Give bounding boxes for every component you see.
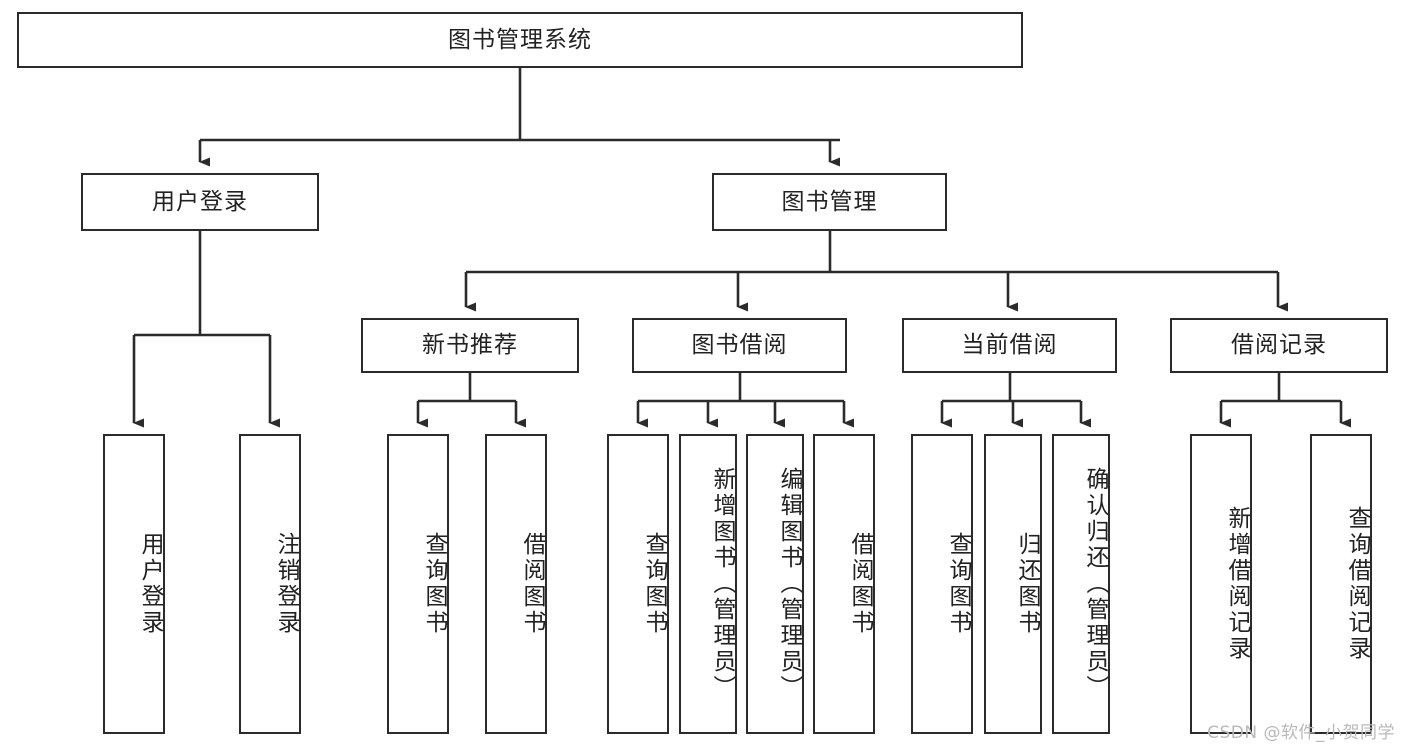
node-book-management[interactable]: 图书管理 — [712, 173, 947, 231]
leaf-confirm-return-admin[interactable]: 确认归还（管理员） — [1052, 434, 1110, 734]
leaf-confirm-return-admin-label: 确认归还（管理员） — [1082, 467, 1108, 701]
leaf-borrow-book-1-label: 借阅图书 — [519, 532, 545, 636]
leaf-add-book-admin[interactable]: 新增图书（管理员） — [679, 434, 737, 734]
node-root[interactable]: 图书管理系统 — [17, 12, 1023, 68]
leaf-edit-book-admin[interactable]: 编辑图书（管理员） — [746, 434, 804, 734]
node-new-book-recommend[interactable]: 新书推荐 — [361, 318, 579, 373]
node-current-borrow-label: 当前借阅 — [961, 332, 1058, 359]
leaf-borrow-book-2-label: 借阅图书 — [847, 532, 873, 636]
leaf-add-borrow-record[interactable]: 新增借阅记录 — [1190, 434, 1252, 734]
node-borrow-record-label: 借阅记录 — [1231, 332, 1327, 359]
watermark-text: CSDN @软件_小贺同学 — [1207, 723, 1395, 743]
node-user-login[interactable]: 用户登录 — [81, 173, 319, 231]
node-user-login-label: 用户登录 — [152, 188, 248, 215]
leaf-borrow-book-2[interactable]: 借阅图书 — [813, 434, 875, 734]
leaf-return-book[interactable]: 归还图书 — [984, 434, 1042, 734]
leaf-user-login[interactable]: 用户登录 — [103, 434, 165, 734]
leaf-query-book-2-label: 查询图书 — [641, 532, 667, 636]
leaf-query-book-3[interactable]: 查询图书 — [911, 434, 973, 734]
leaf-query-borrow-record-label: 查询借阅记录 — [1344, 506, 1370, 662]
leaf-query-borrow-record[interactable]: 查询借阅记录 — [1310, 434, 1372, 734]
leaf-user-login-label: 用户登录 — [137, 532, 163, 636]
leaf-add-book-admin-label: 新增图书（管理员） — [709, 467, 735, 701]
node-book-borrow[interactable]: 图书借阅 — [632, 318, 847, 373]
leaf-logout[interactable]: 注销登录 — [239, 434, 301, 734]
leaf-logout-label: 注销登录 — [273, 532, 299, 636]
leaf-return-book-label: 归还图书 — [1014, 532, 1040, 636]
leaf-query-book-2[interactable]: 查询图书 — [607, 434, 669, 734]
leaf-add-borrow-record-label: 新增借阅记录 — [1224, 506, 1250, 662]
node-root-label: 图书管理系统 — [448, 26, 592, 53]
leaf-query-book-3-label: 查询图书 — [945, 532, 971, 636]
node-borrow-record[interactable]: 借阅记录 — [1170, 318, 1388, 373]
leaf-edit-book-admin-label: 编辑图书（管理员） — [776, 467, 802, 701]
leaf-query-book-1[interactable]: 查询图书 — [387, 434, 449, 734]
node-current-borrow[interactable]: 当前借阅 — [902, 318, 1117, 373]
leaf-query-book-1-label: 查询图书 — [421, 532, 447, 636]
node-book-borrow-label: 图书借阅 — [691, 332, 788, 359]
leaf-borrow-book-1[interactable]: 借阅图书 — [485, 434, 547, 734]
node-book-management-label: 图书管理 — [781, 188, 878, 215]
node-new-book-recommend-label: 新书推荐 — [422, 332, 518, 359]
